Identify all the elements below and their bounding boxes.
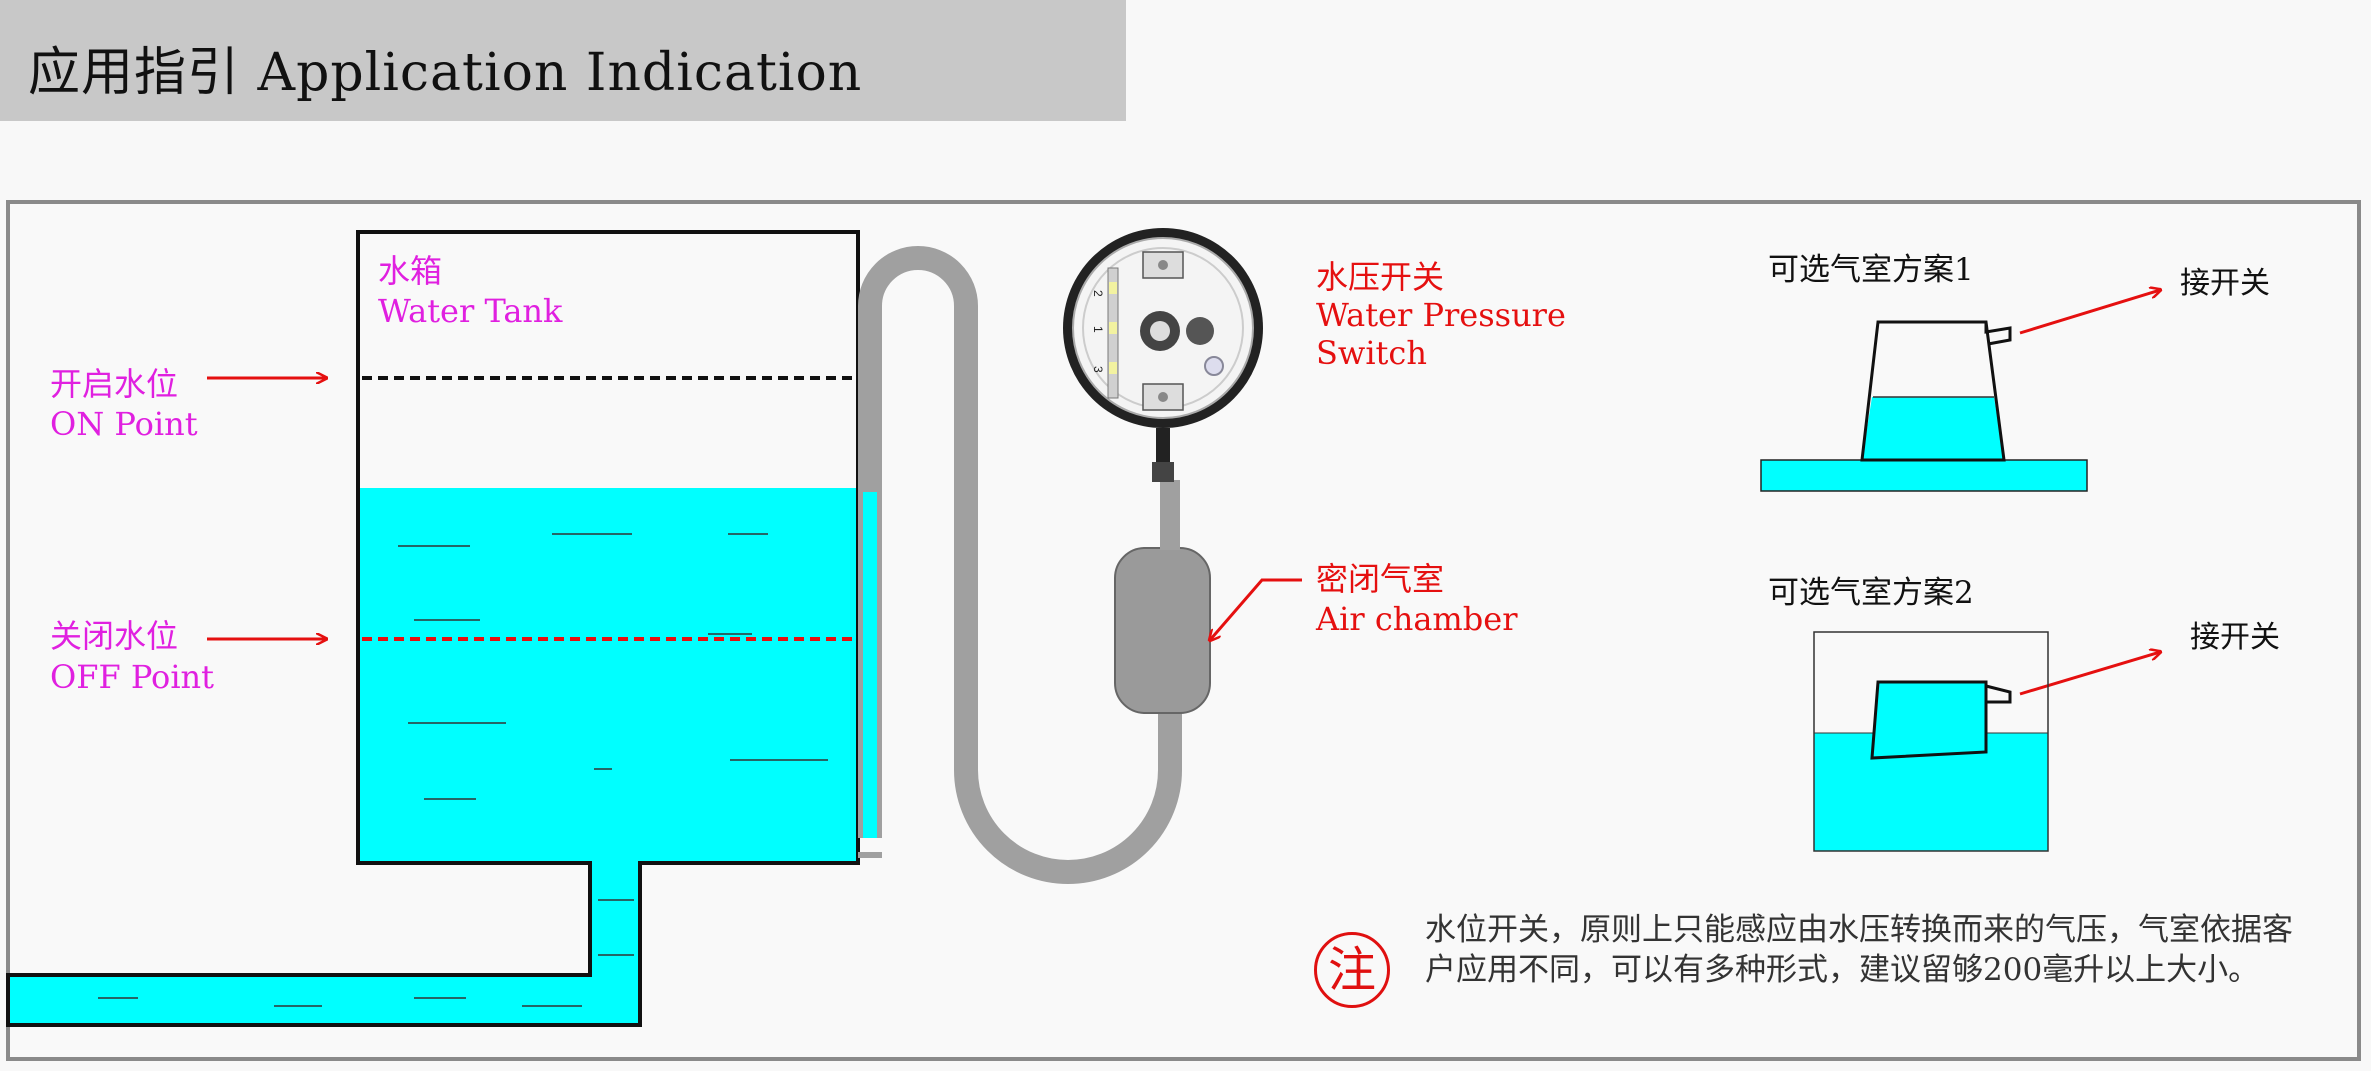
on-point-label-en: ON Point [50,405,198,443]
connect-switch-label-1: 接开关 [2180,266,2270,301]
connect-arrow-2 [2019,652,2160,696]
switch-label-en-2: Switch [1316,334,1427,372]
water-pressure-switch: 2 1 3 [1063,228,1263,482]
air-chamber [1114,480,1211,714]
chamber-scheme-2 [1813,631,2049,852]
option-2-label: 可选气室方案2 [1768,575,1974,611]
off-point-label-cn: 关闭水位 [50,617,179,655]
water-ripples [98,533,828,1007]
note-seal: 注 [1314,932,1390,1008]
note-text: 水位开关，原则上只能感应由水压转换而来的气压，气室依据客户应用不同，可以有多种形… [1425,912,2293,988]
connect-switch-label-2: 接开关 [2190,620,2280,655]
air-chamber-label-cn: 密闭气室 [1316,560,1445,598]
tank-label-en: Water Tank [378,292,563,330]
air-chamber-label-en: Air chamber [1316,600,1518,638]
gauge-tick-1: 1 [1091,326,1105,333]
header-bar: 应用指引 Application Indication [0,0,1126,121]
tank-label-cn: 水箱 [378,252,443,290]
on-point-label-cn: 开启水位 [50,365,179,403]
off-point-label-en: OFF Point [50,658,215,696]
switch-label-en-1: Water Pressure [1316,296,1566,334]
chamber-scheme-1 [1760,320,2088,492]
water-tank [6,230,860,1027]
connect-arrow-1 [2019,290,2160,335]
gauge-tick-2: 2 [1091,290,1105,297]
page-title: 应用指引 Application Indication [28,43,863,103]
switch-label-cn: 水压开关 [1316,258,1445,296]
option-1-label: 可选气室方案1 [1768,252,1974,288]
gauge-tick-3: 3 [1091,366,1105,373]
label-arrows [207,290,2160,696]
air-chamber-arrow [1210,578,1302,640]
